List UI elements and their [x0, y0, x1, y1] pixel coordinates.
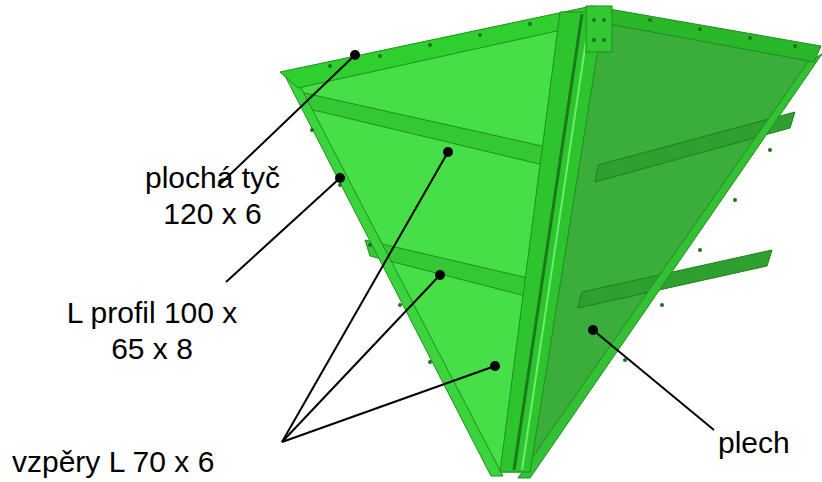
part-label: plochá tyč 120 x 6 — [130, 160, 295, 232]
part-label: vzpěry L 70 x 6 — [12, 444, 282, 480]
part-label: plech — [718, 425, 818, 461]
part-label: L profil 100 x 65 x 8 — [62, 295, 242, 367]
